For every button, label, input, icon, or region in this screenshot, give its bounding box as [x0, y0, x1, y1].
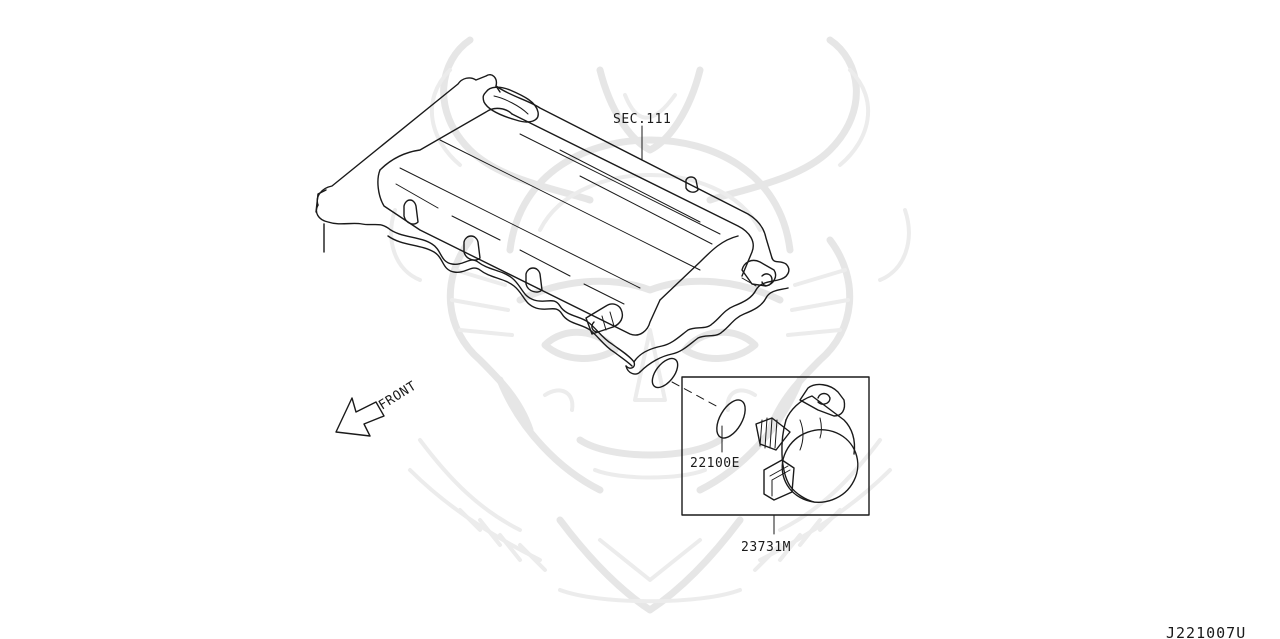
seal-ring-illustration — [651, 357, 721, 409]
sensor-detail-box — [681, 376, 870, 535]
figure-code-label: J221007U — [1166, 624, 1246, 639]
valve-cover-illustration — [315, 74, 790, 375]
section-reference-label: SEC.111 — [613, 112, 671, 127]
camshaft-position-sensor-illustration — [755, 383, 859, 503]
samurai-watermark-logo — [389, 36, 911, 614]
front-direction-arrow — [335, 397, 385, 437]
seal-part-number-label: 22100E — [690, 456, 740, 471]
sensor-part-number-label: 23731M — [741, 540, 791, 555]
front-direction-label: FRONT — [376, 379, 419, 414]
